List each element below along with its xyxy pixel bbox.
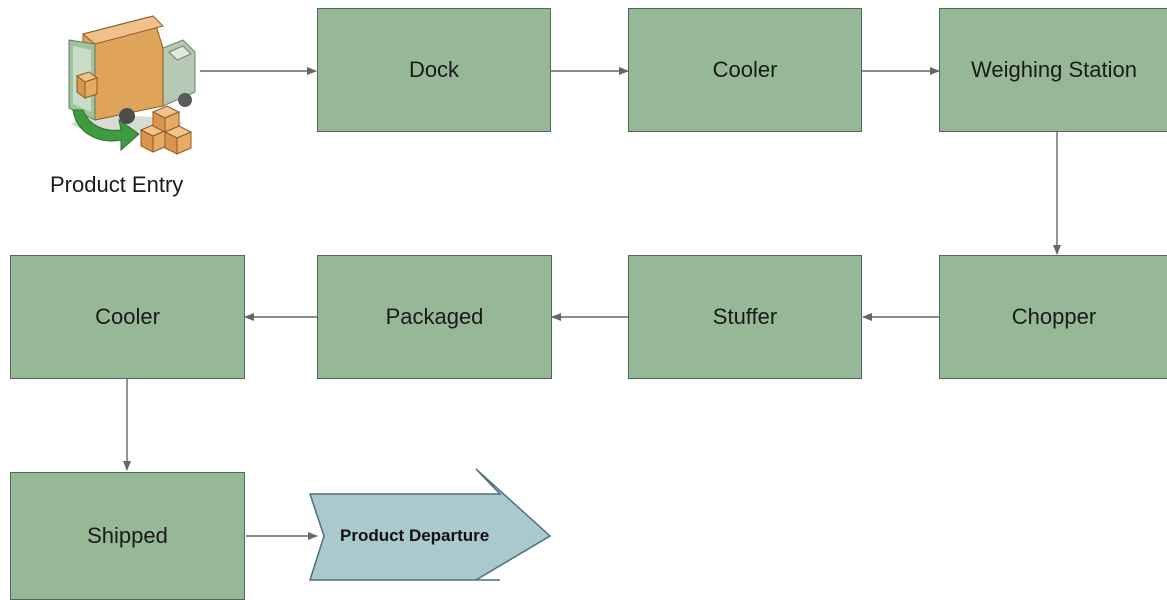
node-stuffer: Stuffer <box>628 255 862 379</box>
node-chopper: Chopper <box>939 255 1167 379</box>
node-dock: Dock <box>317 8 551 132</box>
departure-arrow-shape <box>308 468 552 581</box>
node-shipped: Shipped <box>10 472 245 600</box>
node-weighing-station: Weighing Station <box>939 8 1167 132</box>
node-packaged: Packaged <box>317 255 552 379</box>
node-cooler-1: Cooler <box>628 8 862 132</box>
node-cooler-2: Cooler <box>10 255 245 379</box>
product-entry-label: Product Entry <box>50 172 184 197</box>
delivery-truck-icon <box>68 15 196 155</box>
product-departure-label: Product Departure <box>340 526 490 545</box>
